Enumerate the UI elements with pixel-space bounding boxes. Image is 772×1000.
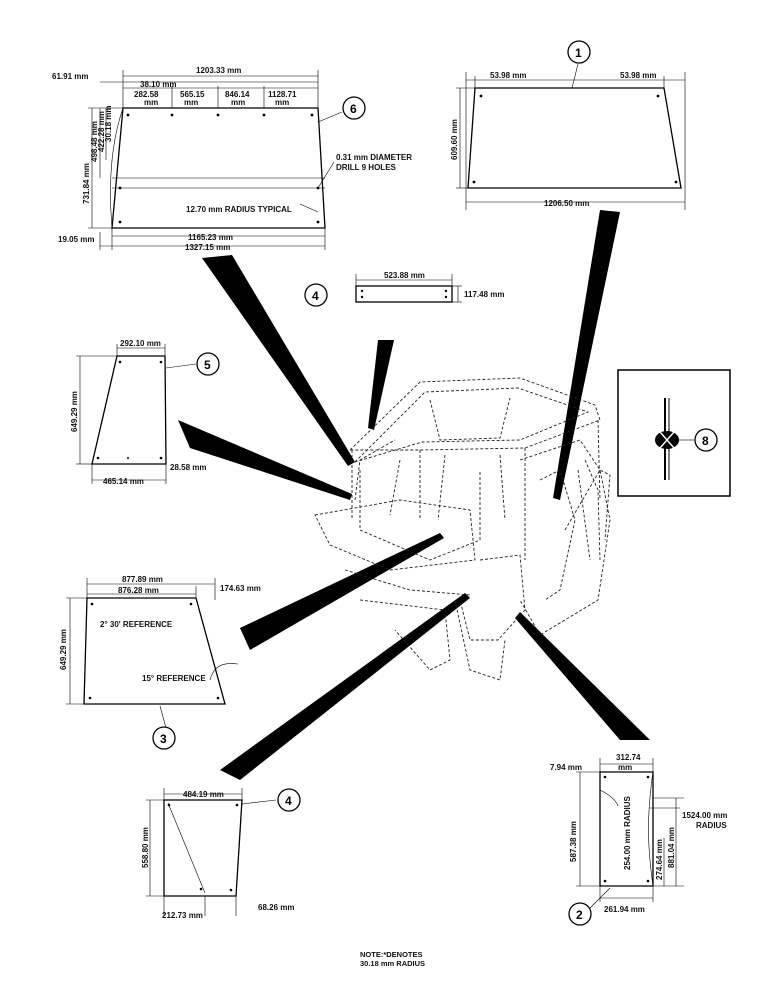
p1-bottom: 1206.50 mm [544, 199, 589, 208]
callout-3-circle [152, 726, 176, 750]
p6-height: 731.84 mm [82, 163, 91, 204]
callout-4a: 4 [312, 289, 319, 303]
wedge-panel5 [178, 420, 352, 500]
p2-left-offset: 7.94 mm [550, 763, 582, 772]
p3-ref-bottom: 15° REFERENCE [142, 674, 206, 683]
p6-dim-c-unit: mm [184, 98, 198, 107]
wedge-panel6 [202, 255, 355, 466]
callout-4b-circle [277, 788, 301, 812]
p2-inner-1: 274.64 mm [655, 839, 664, 880]
p4b-height: 558.80 mm [141, 827, 150, 868]
panel-5: 292.10 mm 649.29 mm 28.58 mm 465.14 mm 5 [70, 339, 220, 486]
p3-ref-top: 2° 30' REFERENCE [100, 620, 173, 629]
p6-dim-d: 846.14 [225, 90, 250, 99]
note-line-1: NOTE:*DENOTES [360, 950, 423, 959]
p6-top-width: 1203.33 mm [196, 66, 241, 75]
p5-height: 649.29 mm [70, 391, 79, 432]
wedge-panel2 [515, 612, 650, 740]
callout-3: 3 [160, 732, 167, 746]
p6-dim-e-unit: mm [275, 98, 289, 107]
p2-top-1: 312.74 [616, 753, 641, 762]
p1-height: 609.60 mm [450, 119, 459, 160]
p3-top-overall: 877.89 mm [122, 575, 163, 584]
p6-dim-e: 1128.71 [268, 90, 297, 99]
p1-right-offset: 53.98 mm [620, 71, 656, 80]
p2-radius-outer-2: RADIUS [696, 821, 727, 830]
cab-frame-sketch [314, 377, 611, 681]
p6-dim-c: 565.15 [180, 90, 205, 99]
p5-top: 292.10 mm [120, 339, 161, 348]
p3-top-inner: 876.28 mm [118, 586, 159, 595]
p2-radius-outer-1: 1524.00 mm [682, 811, 727, 820]
callout-6-circle [342, 96, 366, 120]
p5-right-offset: 28.58 mm [170, 463, 206, 472]
callout-1: 1 [575, 46, 582, 60]
panel-2: 312.74 mm 7.94 mm 587.38 mm 254.00 mm RA… [550, 753, 727, 926]
callout-1-circle [567, 40, 591, 64]
p3-right-offset: 174.63 mm [220, 584, 261, 593]
callout-5: 5 [204, 358, 211, 372]
p6-dim-h2: 422.28 mm [97, 111, 106, 152]
note-line-2: 30.18 mm RADIUS [360, 959, 425, 968]
wedge-panel1 [553, 210, 620, 500]
p6-dim-d-unit: mm [231, 98, 245, 107]
p6-dim-b: 282.58 [134, 90, 159, 99]
panel-4-top: 523.88 mm 117.48 mm 4 [304, 271, 504, 307]
panel-1: 53.98 mm 53.98 mm 609.60 mm 1206.50 mm 1 [450, 40, 686, 210]
p2-bottom: 261.94 mm [604, 905, 645, 914]
p6-left-offset: 61.91 mm [52, 72, 88, 81]
callout-5-circle [196, 352, 220, 376]
callout-2: 2 [576, 908, 583, 922]
p6-bottom-overall: 1327.15 mm [185, 243, 230, 252]
p6-drill-2: DRILL 9 HOLES [336, 163, 397, 172]
p6-dim-h3: 30.18 mm [104, 106, 113, 142]
p4a-height: 117.48 mm [464, 290, 504, 299]
p6-dim-b-unit: mm [144, 98, 158, 107]
callout-4b: 4 [285, 794, 292, 808]
p6-radius-note: 12.70 mm RADIUS TYPICAL [186, 205, 292, 214]
p4b-right-offset: 68.26 mm [258, 903, 294, 912]
callout-8: 8 [702, 434, 709, 448]
panel-6: 61.91 mm 1203.33 mm 38.10 mm 282.58 mm 5… [52, 66, 412, 252]
panel-3: 877.89 mm 876.28 mm 174.63 mm 2° 30' REF… [59, 575, 261, 750]
p4a-width: 523.88 mm [384, 271, 425, 280]
detail-8: 8 [617, 369, 731, 497]
p1-left-offset: 53.98 mm [490, 71, 526, 80]
p3-height: 649.29 mm [59, 629, 68, 670]
p4b-top: 484.19 mm [183, 790, 224, 799]
callout-2-circle [568, 902, 592, 926]
p6-dim-h1: 498.48 mm [90, 121, 99, 162]
p2-top-2: mm [618, 763, 632, 772]
callout-6: 6 [350, 102, 357, 116]
p2-inner-2: 881.04 mm [667, 827, 676, 868]
wedge-panel4-bottom [220, 593, 470, 780]
callout-8-circle [694, 428, 718, 452]
callout-4a-circle [304, 283, 328, 307]
p2-height: 587.38 mm [569, 821, 578, 862]
p6-bottom-inner: 1165.23 mm [188, 233, 233, 242]
leader-wedges [178, 210, 650, 780]
wedge-panel4-top [368, 340, 394, 430]
note: NOTE:*DENOTES 30.18 mm RADIUS [360, 950, 425, 968]
p6-drill-1: 0.31 mm DIAMETER [336, 153, 412, 162]
p5-bottom: 465.14 mm [103, 477, 144, 486]
p4b-bottom: 212.73 mm [162, 911, 203, 920]
p6-bottom-offset: 19.05 mm [58, 235, 94, 244]
p2-radius-inner: 254.00 mm RADIUS [623, 796, 632, 870]
wedge-panel3 [240, 533, 444, 650]
panel-4-bottom: 484.19 mm 558.80 mm 212.73 mm 68.26 mm 4 [141, 788, 301, 920]
p6-dim-a: 38.10 mm [140, 80, 176, 89]
